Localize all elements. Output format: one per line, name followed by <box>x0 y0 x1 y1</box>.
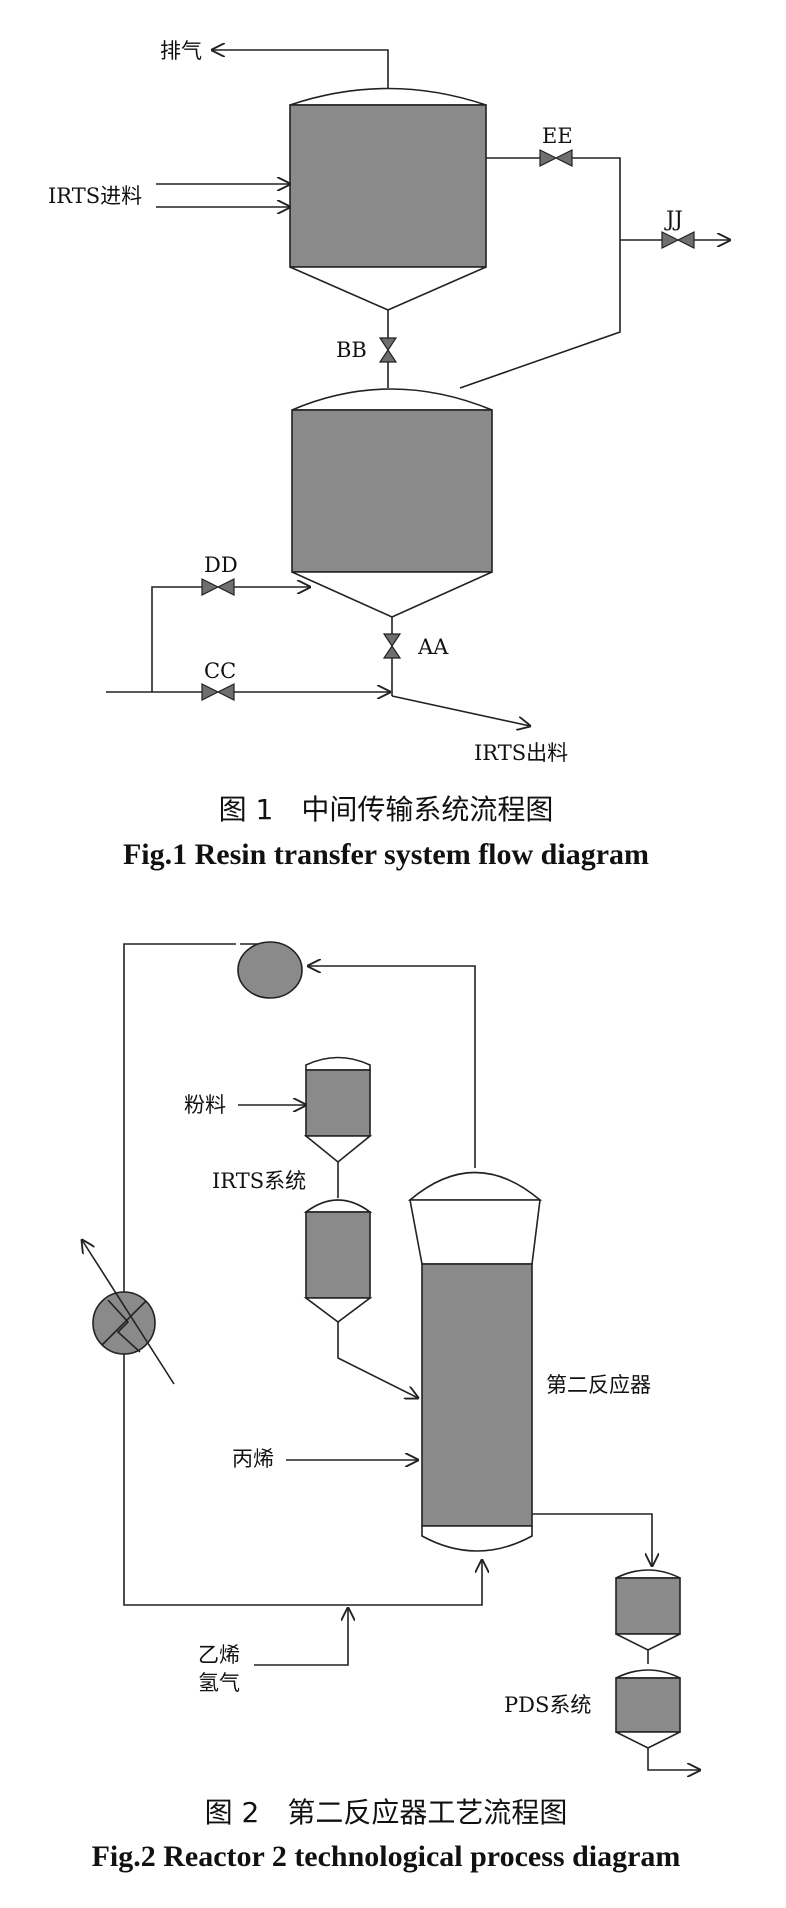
pds-outlet-arrow <box>647 1748 700 1770</box>
irts-to-reactor-line <box>337 1322 418 1398</box>
valve-bb-icon <box>378 337 398 363</box>
valve-cc-icon <box>201 683 235 701</box>
hydrogen-label: 氢气 <box>198 1671 240 1695</box>
valve-dd-label: DD <box>204 553 238 577</box>
figure-2: 粉料 IRTS系统 第二反应器 丙烯 乙烯 氢气 <box>82 941 700 1873</box>
lower-vessel <box>291 388 493 618</box>
figure2-caption-en: Fig.2 Reactor 2 technological process di… <box>92 1840 681 1873</box>
figure2-caption-cn: 图 2 第二反应器工艺流程图 <box>205 1796 568 1829</box>
propylene-label: 丙烯 <box>232 1447 274 1471</box>
ee-line <box>459 157 730 389</box>
exhaust-label: 排气 <box>160 39 202 63</box>
figure1-caption-en: Fig.1 Resin transfer system flow diagram <box>123 838 649 871</box>
valve-cc-label: CC <box>204 659 236 683</box>
dd-line <box>151 587 310 692</box>
valve-jj-label: JJ <box>664 207 683 231</box>
upper-vessel <box>289 87 487 311</box>
compressor-icon <box>237 941 303 999</box>
pds-system-label: PDS系统 <box>504 1693 591 1717</box>
reactor2-label: 第二反应器 <box>546 1373 651 1397</box>
valve-bb-label: BB <box>336 338 367 362</box>
reactor-outlet-line <box>532 1513 652 1566</box>
figure1-caption-cn: 图 1 中间传输系统流程图 <box>219 793 554 826</box>
exhaust-line <box>212 50 389 100</box>
irts-out-label: IRTS出料 <box>474 741 568 765</box>
valve-aa-icon <box>382 633 402 659</box>
figure-1: 排气 IRTS进料 EE JJ <box>48 39 730 871</box>
ethylene-label: 乙烯 <box>198 1643 240 1667</box>
powder-label: 粉料 <box>184 1093 226 1117</box>
heat-exchanger-icon <box>82 1240 175 1385</box>
irts-feed-label: IRTS进料 <box>48 184 142 208</box>
powder-feed-vessel <box>303 1056 373 1164</box>
valve-jj-icon <box>661 231 695 249</box>
pds-bottom-vessel <box>615 1669 681 1749</box>
irts-system-vessel <box>303 1199 373 1323</box>
second-reactor <box>407 1171 543 1552</box>
valve-ee-label: EE <box>542 124 573 148</box>
aa-line <box>391 617 530 726</box>
recycle-loop <box>123 943 482 1606</box>
valve-aa-label: AA <box>417 635 449 659</box>
irts-system-label: IRTS系统 <box>212 1169 306 1193</box>
valve-ee-icon <box>539 149 573 167</box>
valve-dd-icon <box>201 578 235 596</box>
ethylene-hydrogen-feed-arrow <box>254 1608 348 1666</box>
irts-feed-arrows <box>156 184 290 207</box>
pds-top-vessel <box>615 1569 681 1651</box>
